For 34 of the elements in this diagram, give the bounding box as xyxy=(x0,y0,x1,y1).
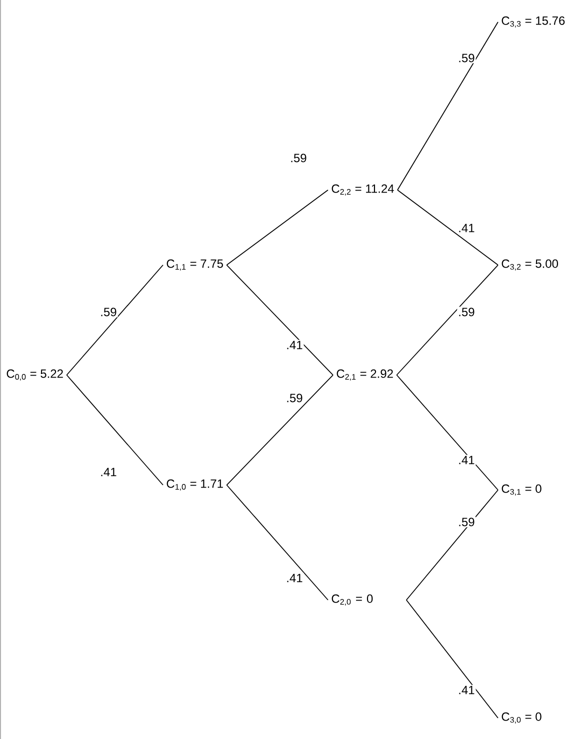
edge-label: .41 xyxy=(457,454,476,466)
branch-line xyxy=(396,374,498,490)
edge-label: .41 xyxy=(99,466,118,478)
branch-line xyxy=(66,264,164,376)
edge-label: .59 xyxy=(457,516,476,528)
value-label: C$_{3,0}$ = 0 xyxy=(502,712,542,724)
branch-line xyxy=(406,600,498,718)
edge-label: .59 xyxy=(99,306,118,318)
value-label: C$_{1,1}$ = 7.75 xyxy=(166,259,223,271)
edge-label: .41 xyxy=(457,222,476,234)
branch-line xyxy=(226,484,328,600)
value-label: C$_{2,1}$ = 2.92 xyxy=(336,369,393,381)
value-label: C$_{2,0}$ = 0 xyxy=(332,594,373,606)
branch-line xyxy=(406,490,498,600)
value-label: C$_{2,2}$ = 11.24 xyxy=(332,184,394,196)
branch-line xyxy=(397,190,498,266)
edge-label: .41 xyxy=(285,572,304,584)
value-label: C$_{1,0}$ = 1.71 xyxy=(166,479,223,491)
branch-line xyxy=(226,264,334,376)
value-label: C$_{3,2}$ = 5.00 xyxy=(502,259,558,271)
edge-label: .59 xyxy=(457,306,476,318)
branch-line xyxy=(397,22,498,190)
branch-line xyxy=(226,190,328,266)
edge-label: .59 xyxy=(457,52,476,64)
value-label: C$_{3,1}$ = 0 xyxy=(502,484,542,496)
branch-line xyxy=(226,374,334,486)
edge-label: .41 xyxy=(285,340,304,350)
edge-label: .59 xyxy=(285,392,304,404)
edge-label: .59 xyxy=(289,152,308,164)
value-label: C$_{0,0}$ = 5.22 xyxy=(6,369,63,381)
branch-line xyxy=(66,374,164,486)
branch-line xyxy=(396,264,498,376)
value-label: C$_{3,3}$ = 15.76 xyxy=(502,16,565,28)
edge-label: .41 xyxy=(457,684,476,696)
